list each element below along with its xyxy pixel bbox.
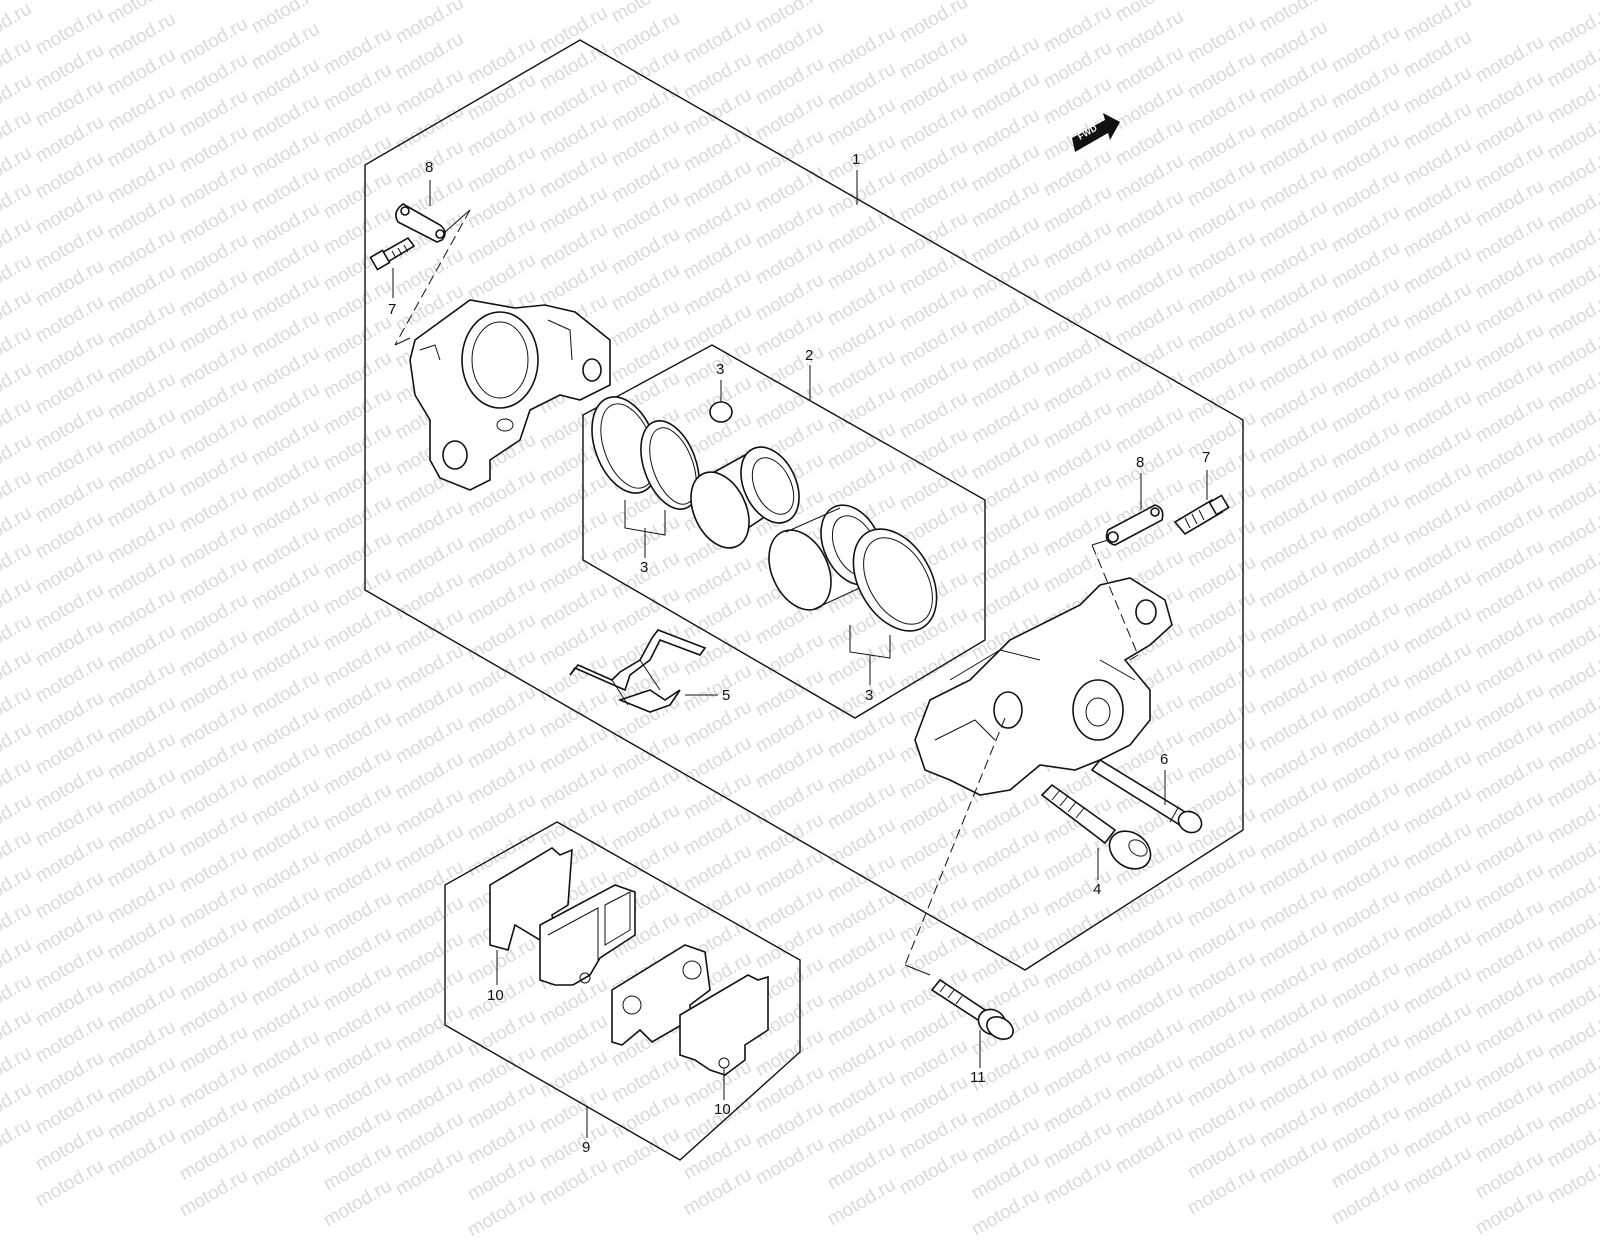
callout-8-left: 8	[425, 159, 434, 176]
piston-kit-outline	[582, 344, 986, 719]
callout-4: 4	[1093, 881, 1102, 898]
callout-10-right: 10	[714, 1101, 731, 1118]
callout-3-seal-left: 3	[640, 559, 649, 576]
brake-pads	[489, 847, 769, 1076]
callout-7-left: 7	[388, 301, 397, 318]
callout-2: 2	[805, 347, 814, 364]
callout-3-seal-right: 3	[865, 687, 874, 704]
piston-kit-parts	[591, 396, 938, 632]
callout-10-left: 10	[487, 987, 504, 1004]
callout-6: 6	[1160, 751, 1169, 768]
callout-leaders	[392, 170, 1208, 1138]
callout-11: 11	[970, 1069, 986, 1086]
left-bleeder-cap	[395, 203, 446, 243]
callout-9: 9	[582, 1139, 591, 1156]
callout-5: 5	[722, 687, 731, 704]
left-caliper-body	[409, 299, 611, 491]
callout-7-right: 7	[1202, 449, 1211, 466]
right-bleeder-valve	[1173, 494, 1230, 536]
right-caliper-body	[914, 577, 1173, 796]
callout-3-cap: 3	[716, 361, 725, 378]
right-bleeder-cap	[1105, 504, 1164, 546]
diagram-drawing: FWD	[364, 39, 1244, 1161]
mounting-bolt	[930, 978, 1014, 1040]
fwd-arrow-icon: FWD	[1072, 113, 1120, 152]
brake-pad-set-outline	[444, 821, 801, 1161]
caliper-assembly-outline	[364, 39, 1244, 971]
pad-spring	[569, 629, 707, 713]
caliper-pin-bolt	[1040, 783, 1152, 870]
callout-1: 1	[852, 151, 861, 168]
left-bleeder-valve	[369, 236, 416, 271]
slide-pin	[1090, 758, 1203, 834]
callout-8-right: 8	[1136, 454, 1145, 471]
